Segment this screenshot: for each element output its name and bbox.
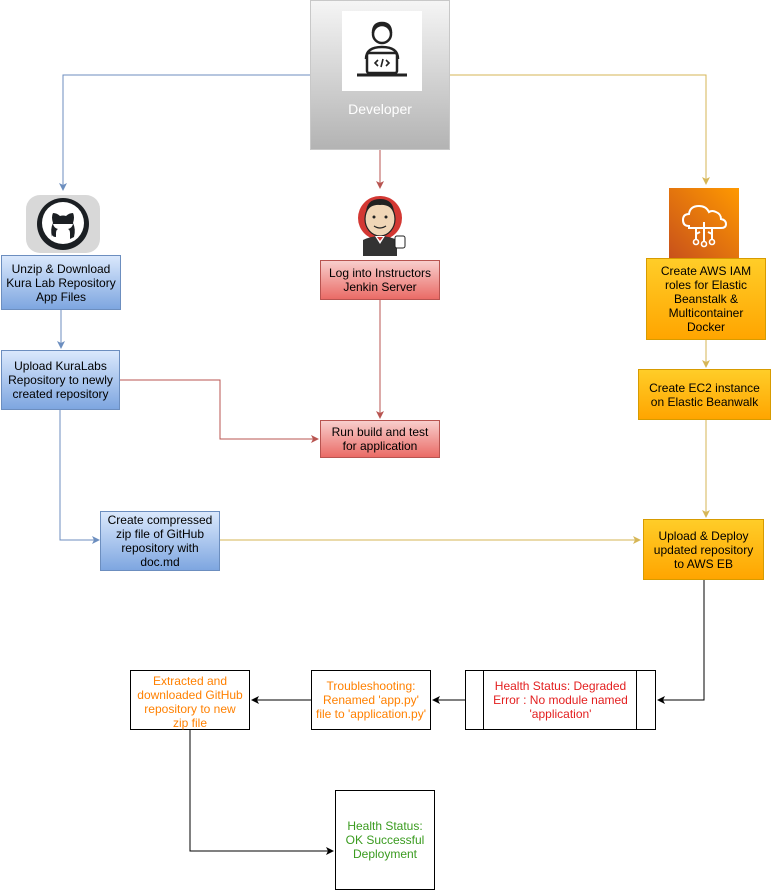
build-test-node[interactable]: Run build and test for application — [320, 420, 440, 458]
extracted-zip-node[interactable]: Extracted and downloaded GitHub reposito… — [130, 670, 250, 730]
health-ok-node[interactable]: Health Status: OK Successful Deployment — [335, 790, 435, 890]
deploy-node[interactable]: Upload & Deploy updated repository to AW… — [643, 519, 764, 580]
github-icon — [26, 195, 100, 253]
developer-label: Developer — [348, 101, 412, 117]
iam-roles-node[interactable]: Create AWS IAM roles for Elastic Beansta… — [646, 258, 766, 340]
edge-developer-to-github — [59, 74, 310, 191]
compress-zip-node[interactable]: Create compressed zip file of GitHub rep… — [100, 511, 220, 571]
degraded-left-bar — [483, 670, 484, 730]
edge-deploy-to-degraded — [657, 580, 705, 704]
developer-laptop-icon — [342, 11, 422, 91]
degraded-right-bar — [636, 670, 637, 730]
edge-extracted-to-ok — [189, 730, 334, 855]
ec2-instance-node[interactable]: Create EC2 instance on Elastic Beanwalk — [638, 369, 771, 420]
troubleshooting-node[interactable]: Troubleshooting: Renamed 'app.py' file t… — [311, 670, 431, 730]
health-degraded-node[interactable]: Health Status: Degraded Error : No modul… — [465, 670, 656, 730]
edge-developer-to-aws — [450, 74, 710, 185]
edge-upload-to-compress — [59, 410, 100, 544]
jenkins-icon — [353, 192, 409, 258]
developer-node[interactable]: Developer — [310, 0, 450, 150]
edge-upload-to-build — [120, 379, 319, 443]
jenkins-login-node[interactable]: Log into Instructors Jenkin Server — [320, 260, 440, 300]
aws-elastic-beanstalk-icon — [669, 188, 739, 258]
upload-repository-node[interactable]: Upload KuraLabs Repository to newly crea… — [1, 350, 120, 410]
unzip-download-node[interactable]: Unzip & Download Kura Lab Repository App… — [1, 255, 121, 310]
